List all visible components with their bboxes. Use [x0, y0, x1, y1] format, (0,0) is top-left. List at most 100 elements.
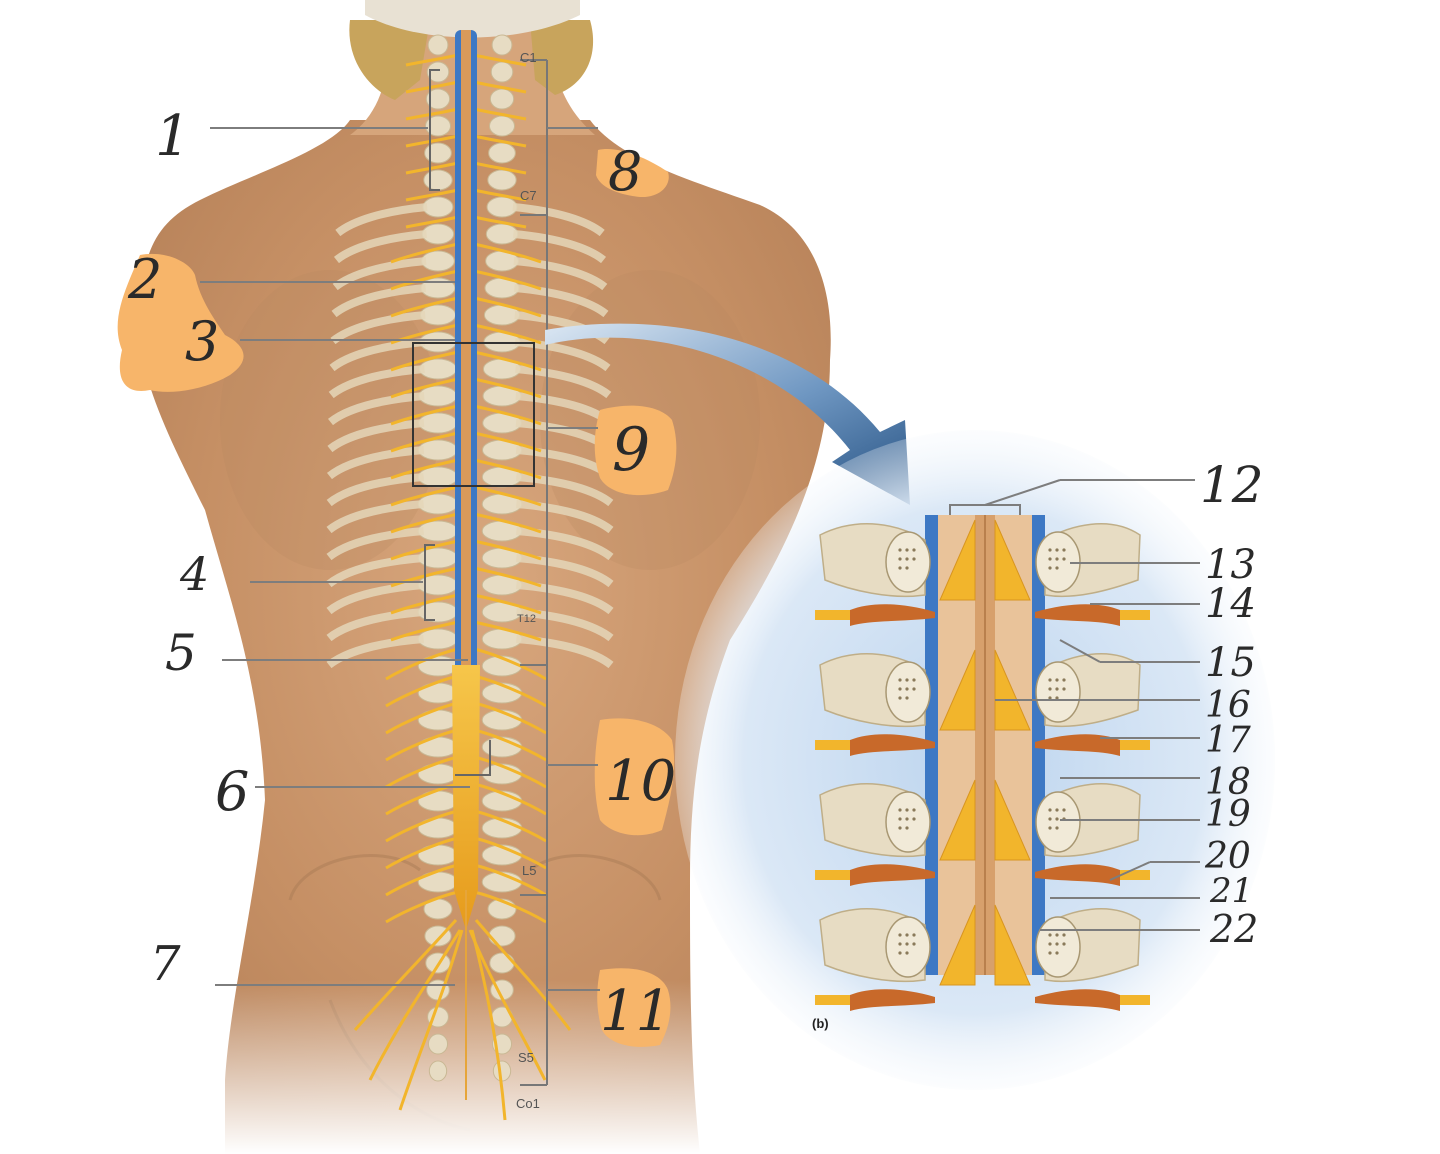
vertebra-label-l5: L5 — [522, 863, 536, 878]
vertebra-label-t12: T12 — [517, 613, 536, 625]
callout-12: 12 — [1200, 456, 1264, 514]
spinal-nerve — [473, 863, 547, 897]
vertebra — [418, 385, 458, 407]
vertebra — [418, 412, 458, 434]
spinal-nerve — [390, 269, 459, 291]
spinal-nerve — [473, 242, 542, 264]
vertebra — [428, 1060, 448, 1082]
panel-letter: (b) — [812, 1016, 829, 1031]
callout-15: 15 — [1205, 640, 1256, 686]
spinal-nerve — [385, 782, 459, 816]
spinal-nerve — [473, 647, 547, 681]
vertebra — [417, 520, 459, 542]
spinal-nerve — [390, 512, 459, 534]
callout-2: 2 — [127, 248, 162, 311]
vertebra — [425, 88, 451, 110]
spinal-nerve — [385, 836, 459, 870]
spinal-nerve — [473, 755, 547, 789]
vertebra — [417, 466, 459, 488]
inset-detail-b: (b) — [675, 430, 1275, 1090]
vertebra — [422, 196, 454, 218]
spinal-nerve — [405, 161, 459, 175]
vertebra — [424, 115, 452, 137]
vertebra-label-c1: C1 — [520, 50, 537, 65]
spinal-nerve — [473, 566, 542, 588]
cervical-bracket — [429, 69, 440, 191]
spinal-nerve — [473, 485, 542, 507]
spinal-nerve — [385, 890, 459, 924]
leader-lines-main — [200, 127, 600, 991]
spinal-nerve — [473, 215, 527, 229]
callout-8: 8 — [608, 140, 642, 203]
vertebra — [417, 439, 459, 461]
callout-14: 14 — [1205, 581, 1256, 627]
spinal-nerve — [473, 458, 542, 480]
hair — [349, 0, 594, 100]
spinal-nerve — [473, 296, 542, 318]
callout-6: 6 — [215, 760, 249, 823]
vertebra — [417, 628, 459, 650]
spinal-nerve — [390, 485, 459, 507]
callout-11: 11 — [600, 979, 671, 1044]
spinal-nerve — [473, 350, 542, 372]
spinal-nerve — [390, 431, 459, 453]
spinal-nerve — [405, 53, 459, 67]
spinal-nerve — [473, 161, 527, 175]
vertebra-label-c7: C7 — [520, 188, 537, 203]
spinal-nerve — [405, 134, 459, 148]
callout-1: 1 — [155, 104, 191, 169]
zoom-region-box — [412, 342, 535, 487]
callout-7: 7 — [150, 936, 181, 992]
vertebra — [421, 250, 455, 272]
spinal-cord-body — [461, 30, 471, 670]
callout-9: 9 — [612, 415, 650, 485]
sacral-nerves — [353, 918, 572, 1121]
spinal-cord — [452, 30, 480, 1100]
spinal-nerve — [473, 539, 542, 561]
zoom-arrow — [545, 323, 910, 505]
spinal-nerve — [390, 350, 459, 372]
spinal-nerve — [473, 188, 527, 202]
spinal-nerve — [473, 80, 527, 94]
spinal-nerve — [473, 512, 542, 534]
vertebra — [419, 304, 457, 326]
vertebra — [421, 223, 455, 245]
vertebra — [488, 925, 516, 947]
spinal-nerve — [385, 728, 459, 762]
spinal-nerve — [473, 134, 527, 148]
callout-18: 18 — [1205, 762, 1251, 803]
spinal-nerve — [385, 755, 459, 789]
vertebra — [489, 88, 515, 110]
vertebra — [426, 61, 450, 83]
conus-bracket — [455, 740, 491, 776]
callout-4: 4 — [179, 547, 209, 601]
spinal-nerve — [473, 809, 547, 843]
callout-5: 5 — [165, 624, 197, 682]
spinal-nerve — [405, 80, 459, 94]
spinal-nerve — [473, 269, 542, 291]
callout-16: 16 — [1205, 685, 1251, 726]
spinal-nerve — [390, 323, 459, 345]
vertebra-label-co1: Co1 — [516, 1096, 540, 1111]
vertebral-region-bracket — [520, 59, 548, 1086]
cauda-equina — [452, 665, 480, 930]
spinal-nerve — [385, 809, 459, 843]
callout-3: 3 — [185, 310, 219, 373]
vertebra — [427, 1033, 449, 1055]
spinal-nerve — [390, 458, 459, 480]
spinal-nerve — [390, 296, 459, 318]
callout-13: 13 — [1205, 542, 1256, 588]
spinal-nerve — [473, 431, 542, 453]
vertebra-label-s5: S5 — [518, 1050, 534, 1065]
vertebra — [418, 358, 458, 380]
spinal-nerve — [473, 728, 547, 762]
callout-numbers: 1 2 3 4 5 6 7 8 9 10 11 12 13 14 15 16 1… — [127, 104, 1264, 1044]
spinal-nerve — [473, 53, 527, 67]
spinal-nerve — [473, 890, 547, 924]
spinal-nerve — [405, 215, 459, 229]
spinal-nerve — [390, 377, 459, 399]
vertebra — [488, 142, 516, 164]
vertebra — [485, 223, 519, 245]
spinal-nerve — [473, 377, 542, 399]
